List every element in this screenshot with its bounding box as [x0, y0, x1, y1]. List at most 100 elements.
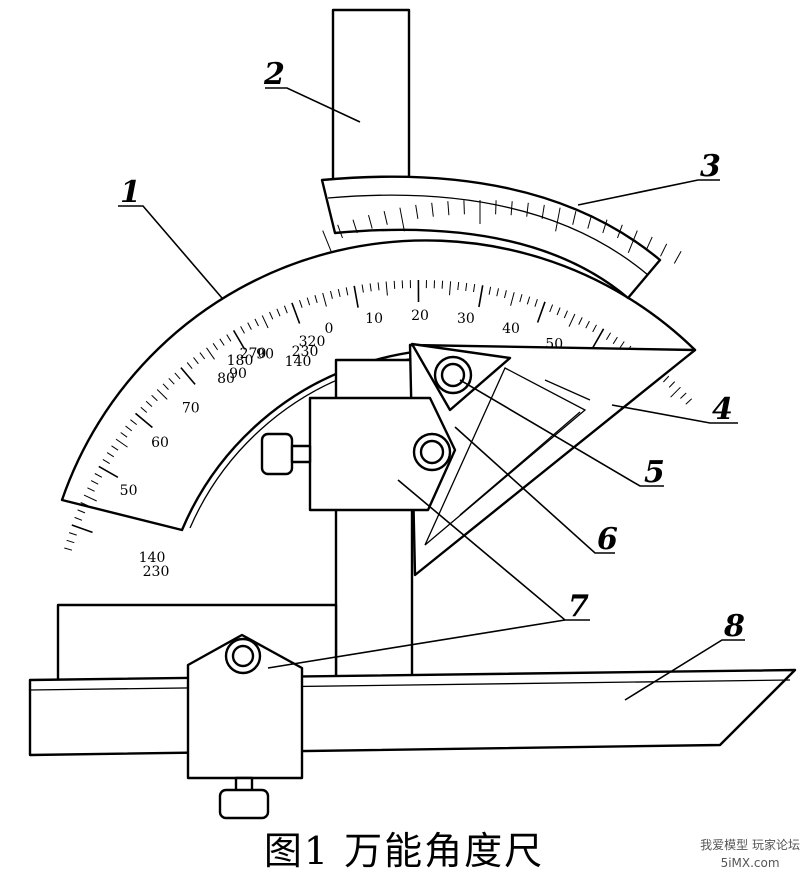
main-scale-tick: [219, 338, 225, 346]
callout-line-4: [611, 404, 738, 424]
main-scale-tick: [134, 412, 153, 429]
main-scale-tick: [478, 285, 484, 308]
main-scale-tick: [393, 280, 396, 289]
sector-plate-stripe: [459, 379, 591, 516]
vernier-tick: [352, 219, 358, 234]
main-scale-tick: [193, 357, 199, 365]
main-scale-tick: [663, 375, 670, 383]
main-scale-tick: [361, 284, 364, 293]
main-scale-tick: [68, 532, 77, 536]
upper-knob-stem: [290, 444, 312, 464]
main-scale-inner-label: 230: [292, 344, 319, 360]
main-scale-tick: [488, 286, 492, 295]
callout-6: 6: [597, 522, 618, 557]
main-scale-tick: [74, 516, 83, 521]
main-scale-tick: [94, 473, 103, 478]
main-scale-tick: [212, 343, 219, 351]
main-scale-tick: [240, 326, 245, 334]
callout-line-7b: [267, 619, 566, 669]
main-scale-tick: [377, 282, 380, 291]
main-scale-tick: [77, 509, 86, 514]
main-scale-label: 60: [151, 435, 169, 451]
main-scale-tick: [276, 308, 281, 317]
main-scale-tick: [496, 288, 499, 297]
main-scale-inner-label: 180: [227, 353, 254, 369]
upper-knurled-knob: [260, 432, 294, 476]
vernier-tick: [572, 210, 577, 225]
vernier-scale-ticks: [322, 200, 682, 264]
main-scale-label: 50: [545, 337, 563, 353]
callout-5: 5: [644, 455, 665, 490]
callout-4: 4: [712, 392, 733, 427]
rivet-5-inner: [440, 362, 466, 388]
vernier-tick: [431, 202, 434, 217]
vernier-tick: [510, 201, 513, 216]
figure-caption: 图1 万能角度尺: [263, 829, 545, 873]
main-scale-tick: [232, 329, 246, 350]
callout-3: 3: [700, 149, 721, 184]
main-scale-tick: [353, 285, 359, 308]
callout-line-6: [454, 426, 615, 554]
main-scale-tick: [87, 487, 95, 492]
base-ruler: [28, 668, 797, 757]
main-scale-tick: [563, 310, 568, 319]
callout-2: 2: [263, 57, 285, 92]
vernier-tick: [602, 219, 608, 234]
lower-knurled-knob: [218, 788, 270, 820]
vernier-tick: [555, 207, 561, 232]
callout-8: 8: [723, 609, 745, 644]
callout-line-2: [265, 87, 361, 123]
sector-plate-inner: [424, 367, 587, 546]
rivet-5-outer: [433, 355, 473, 395]
main-scale-tick: [449, 281, 452, 296]
vernier-tick: [617, 224, 623, 239]
main-scale-tick: [465, 282, 468, 291]
main-scale-tick: [156, 389, 168, 400]
vernier-tick: [368, 214, 373, 229]
vernier-tick: [447, 201, 450, 216]
main-scale-tick: [151, 394, 158, 402]
watermark-line-1: 我爱模型 玩家论坛: [700, 838, 800, 852]
vernier-tick: [383, 210, 388, 225]
main-scale-tick: [685, 398, 693, 405]
main-scale-tick: [369, 283, 372, 292]
main-scale-label: 50: [120, 483, 138, 499]
main-scale-tick: [186, 362, 193, 370]
main-scale-tick: [90, 480, 99, 485]
main-scale-inner-label: 140: [139, 550, 166, 566]
callout-1: 1: [120, 175, 141, 210]
upper-clamp-screw-outer: [412, 432, 452, 472]
vernier-tick: [587, 214, 592, 229]
callout-line-1: [118, 205, 223, 299]
main-scale-tick: [80, 502, 89, 507]
vernier-tick: [322, 230, 333, 253]
vernier-tick: [463, 200, 465, 215]
vernier-tick: [415, 204, 419, 219]
main-scale-tick: [291, 302, 301, 324]
main-scale-tick: [106, 452, 115, 458]
main-scale-tick: [299, 300, 303, 308]
main-scale-tick: [526, 296, 531, 305]
main-scale-tick: [592, 324, 597, 333]
main-scale-tick: [130, 419, 138, 425]
callout-line-3: [577, 179, 720, 206]
main-scale-tick: [247, 322, 252, 330]
main-scale-tick: [314, 295, 318, 304]
main-scale-tick: [605, 332, 612, 340]
main-scale-tick: [66, 539, 75, 544]
main-scale-tick: [519, 294, 523, 303]
main-scale-tick: [337, 288, 341, 298]
main-scale-label: 80: [217, 371, 235, 387]
vernier-tick: [399, 207, 405, 232]
main-scale-label: 20: [411, 308, 429, 324]
main-scale-tick: [83, 494, 97, 502]
main-scale-inner-label: 230: [143, 564, 170, 580]
main-scale-label: 10: [365, 311, 383, 327]
main-scale-tick: [283, 305, 288, 314]
main-scale-tick: [145, 400, 153, 407]
main-scale-tick: [534, 298, 538, 307]
callout-line-5: [459, 379, 664, 487]
lower-clamp-screw-inner: [231, 644, 255, 668]
base-ruler-edge: [29, 679, 791, 691]
